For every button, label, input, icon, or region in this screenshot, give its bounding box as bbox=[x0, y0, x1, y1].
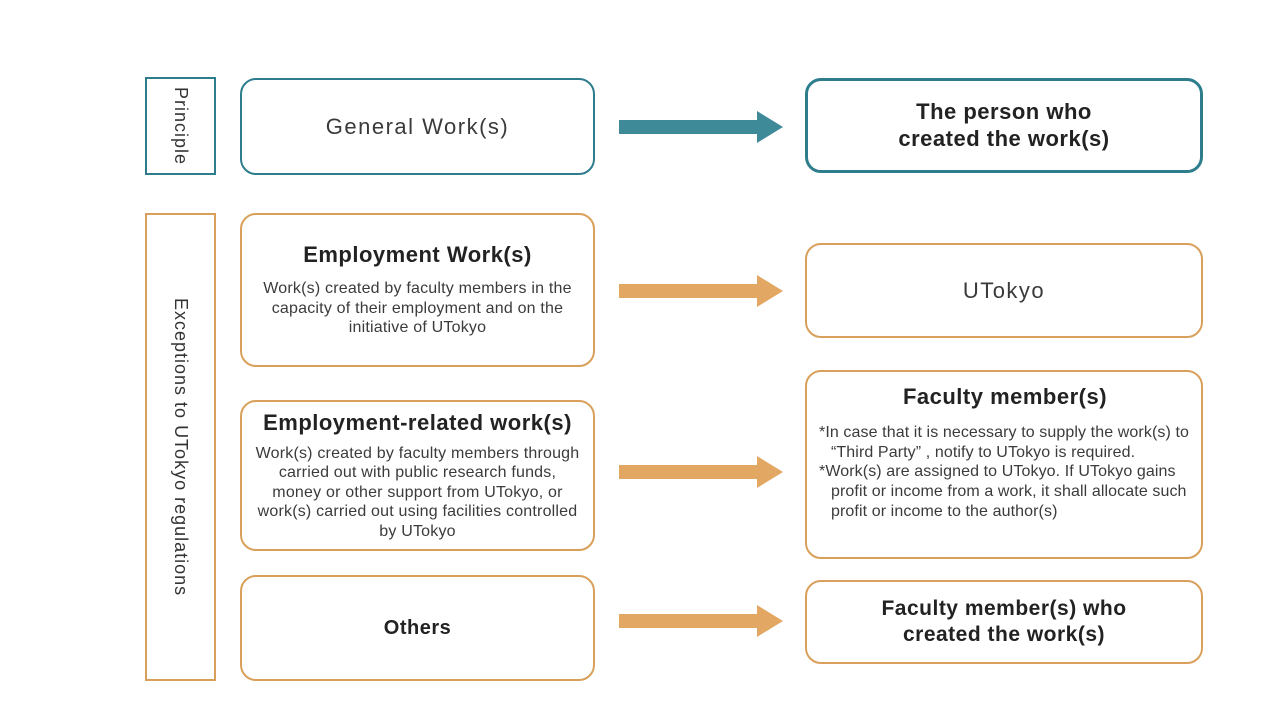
principle-section-label: Principle bbox=[145, 77, 216, 175]
faculty-members-box: Faculty member(s) *In case that it is ne… bbox=[805, 370, 1203, 559]
employment-works-description: Work(s) created by faculty members in th… bbox=[263, 280, 572, 337]
arrow-right-shape bbox=[619, 605, 783, 637]
employment-works-box: Employment Work(s) Work(s) created by fa… bbox=[240, 213, 595, 367]
employment-works-title: Employment Work(s) bbox=[303, 242, 532, 268]
general-works-title: General Work(s) bbox=[325, 113, 510, 139]
arrow-right-icon bbox=[619, 111, 783, 143]
others-title: Others bbox=[383, 616, 452, 639]
utokyo-title: UTokyo bbox=[962, 277, 1046, 303]
employment-related-title: Employment-related work(s) bbox=[263, 409, 572, 435]
employment-related-box: Employment-related work(s) Work(s) creat… bbox=[240, 400, 595, 551]
principle-label-text: Principle bbox=[171, 86, 191, 166]
person-who-created-box: The person who created the work(s) bbox=[805, 78, 1203, 173]
faculty-note-assignment: *Work(s) are assigned to UTokyo. If UTok… bbox=[819, 463, 1187, 520]
general-works-box: General Work(s) bbox=[240, 78, 595, 175]
arrow-right-icon bbox=[619, 275, 783, 307]
arrow-right-icon bbox=[619, 605, 783, 637]
arrow-right-icon bbox=[619, 456, 783, 488]
faculty-members-title: Faculty member(s) bbox=[902, 384, 1108, 409]
arrow-right-shape bbox=[619, 456, 783, 488]
person-who-created-title: The person who created the work(s) bbox=[898, 98, 1110, 151]
exceptions-section-label: Exceptions to UTokyo regulations bbox=[145, 213, 216, 681]
faculty-note-third-party: *In case that it is necessary to supply … bbox=[819, 423, 1190, 461]
arrow-right-shape bbox=[619, 275, 783, 307]
others-box: Others bbox=[240, 575, 595, 681]
faculty-who-created-box: Faculty member(s) who created the work(s… bbox=[805, 580, 1203, 664]
utokyo-box: UTokyo bbox=[805, 243, 1203, 338]
exceptions-label-text: Exceptions to UTokyo regulations bbox=[171, 297, 191, 597]
faculty-who-created-title: Faculty member(s) who created the work(s… bbox=[881, 597, 1127, 646]
faculty-members-notes: *In case that it is necessary to supply … bbox=[819, 423, 1191, 521]
employment-related-description: Work(s) created by faculty members throu… bbox=[255, 444, 580, 540]
arrow-right-shape bbox=[619, 111, 783, 143]
